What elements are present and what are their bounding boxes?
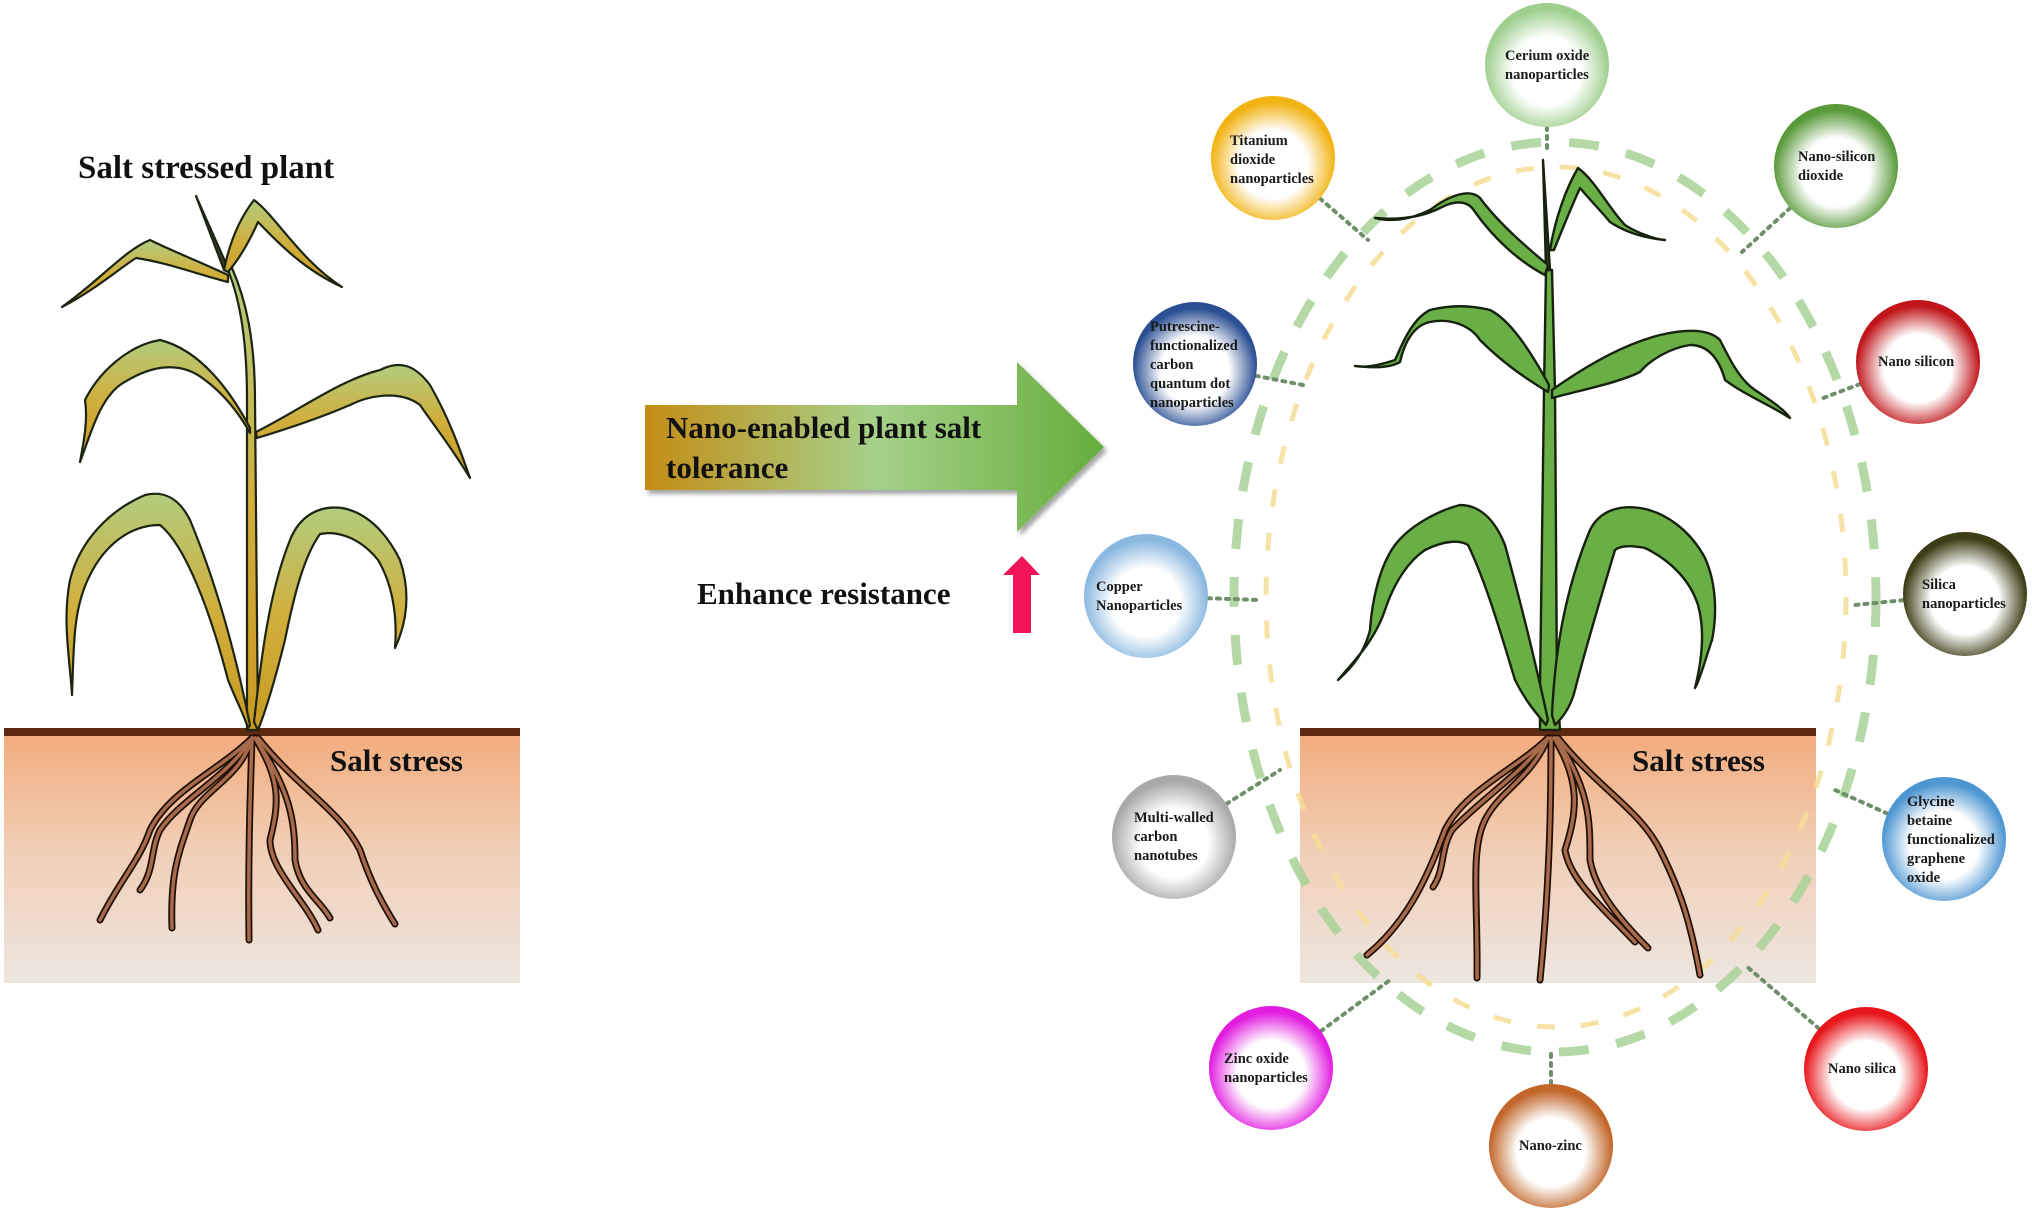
- nanomaterial-circle-glycine-betaine-go: [1882, 777, 2006, 901]
- right-soil-surface: [1300, 728, 1816, 736]
- nanomaterial-circle-nano-zinc: [1489, 1084, 1613, 1208]
- nano-enabled-arrow: Nano-enabled plant salt tolerance: [645, 362, 1104, 532]
- nanomaterial-circle-zinc-oxide: [1209, 1006, 1333, 1130]
- connector-silica-nanoparticles: [1853, 598, 1906, 607]
- nanomaterial-circle-nano-silica: [1804, 1007, 1928, 1131]
- up-arrow-icon: [1003, 556, 1040, 633]
- nanomaterial-label-cerium-oxide: Cerium oxide nanoparticles: [1505, 48, 1590, 83]
- connector-glycine-betaine-go: [1833, 788, 1890, 816]
- left-soil: [4, 733, 520, 983]
- left-soil-surface: [4, 728, 520, 736]
- right-panel: Salt stress: [1229, 137, 1881, 1057]
- nanomaterial-label-nano-silica: Nano silica: [1828, 1061, 1897, 1077]
- nanomaterial-label-glycine-betaine-go: Glycine betaine functionalized graphene …: [1907, 794, 1995, 886]
- nanomaterial-circle-copper: [1084, 534, 1208, 658]
- connector-putrescine-cqd: [1253, 373, 1305, 387]
- nanomaterial-label-titanium-dioxide: Titanium dioxide nanoparticles: [1230, 133, 1314, 187]
- nanomaterial-circle-putrescine-cqd: [1133, 302, 1257, 426]
- connector-nano-silicon-dioxide: [1740, 205, 1793, 254]
- right-plant: [1336, 158, 1792, 732]
- nanomaterial-circle-silica-nanoparticles: [1903, 532, 2027, 656]
- nanomaterial-label-zinc-oxide: Zinc oxide nanoparticles: [1224, 1051, 1308, 1086]
- nanomaterial-label-mwcnt: Multi-walled carbon nanotubes: [1134, 810, 1214, 864]
- left-panel: Salt stressed plant Salt stress: [4, 150, 520, 983]
- resistance-label: Enhance resistance: [697, 576, 950, 611]
- nanomaterial-circle-nano-silicon: [1856, 300, 1980, 424]
- enhance-resistance: Enhance resistance: [697, 556, 1040, 633]
- nanomaterial-label-copper: Copper Nanoparticles: [1096, 579, 1183, 614]
- left-roots: [96, 734, 399, 944]
- left-title: Salt stressed plant: [78, 150, 334, 186]
- connector-titanium-dioxide: [1317, 196, 1370, 242]
- arrow-label-line2: tolerance: [666, 450, 788, 485]
- nanomaterial-circle-mwcnt: [1112, 775, 1236, 899]
- connector-nano-silica: [1743, 963, 1821, 1031]
- left-plant: [60, 194, 472, 732]
- right-roots: [1363, 734, 1704, 984]
- outer-dashed-ring: [1229, 137, 1881, 1057]
- nanomaterial-circle-cerium-oxide: [1485, 3, 1609, 127]
- arrow-label-line1: Nano-enabled plant salt: [666, 410, 982, 445]
- nanomaterial-label-nano-silicon: Nano silicon: [1878, 354, 1955, 370]
- connector-copper: [1205, 596, 1260, 602]
- nanomaterial-circle-titanium-dioxide: [1211, 96, 1335, 220]
- nanomaterial-label-putrescine-cqd: Putrescine- functionalized carbon quantu…: [1150, 319, 1238, 411]
- connector-lines: [1205, 125, 1906, 1086]
- right-soil-label: Salt stress: [1632, 743, 1765, 778]
- connector-zinc-oxide: [1318, 978, 1392, 1034]
- inner-dashed-ring: [1263, 164, 1849, 1030]
- nanomaterial-label-nano-zinc: Nano-zinc: [1519, 1138, 1582, 1154]
- connector-mwcnt: [1224, 768, 1282, 806]
- connector-nano-silicon: [1816, 382, 1863, 402]
- arrow-shape: [645, 362, 1104, 532]
- left-soil-label: Salt stress: [330, 743, 463, 778]
- nanomaterial-label-nano-silicon-dioxide: Nano-silicon dioxide: [1798, 149, 1876, 184]
- nanomaterial-circle-nano-silicon-dioxide: [1774, 104, 1898, 228]
- nanomaterial-label-silica-nanoparticles: Silica nanoparticles: [1922, 577, 2006, 612]
- nanomaterial-circles: [1084, 3, 2027, 1208]
